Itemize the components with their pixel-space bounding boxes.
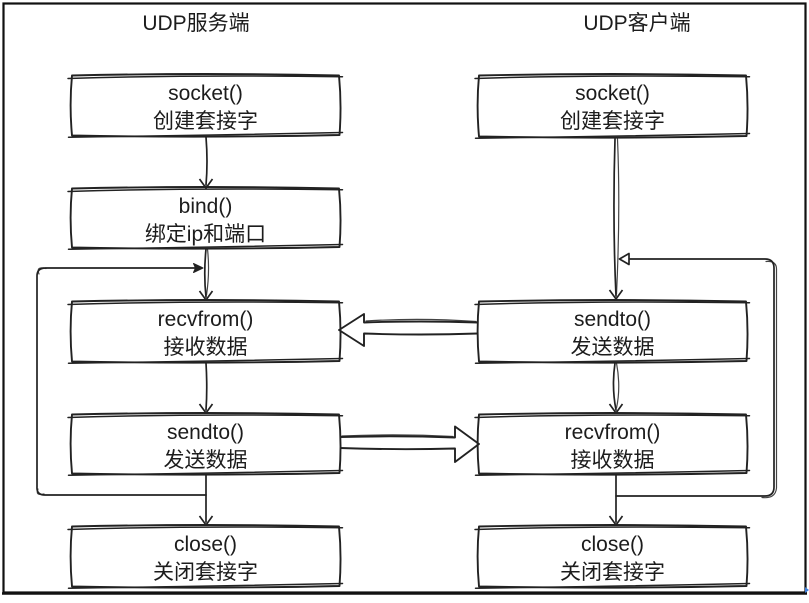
node-box-outline: [474, 526, 751, 531]
server-loop-corner-curl: [36, 488, 45, 496]
arrow-down-icon: [198, 178, 214, 189]
connector-client-socket-sendto-overdraw: [615, 138, 620, 295]
node-box-outline: [476, 73, 749, 139]
node-label-desc: 关闭套接字: [560, 561, 665, 584]
node-box-outline: [69, 524, 342, 589]
image-border: [2, 2, 807, 594]
node-label-fn: close(): [581, 533, 644, 556]
node-box-outline: [69, 73, 342, 138]
connector-server-recvfrom-sendto: [205, 362, 208, 411]
node-server-recvfrom: recvfrom() 接收数据: [67, 299, 344, 364]
node-server-bind: bind() 绑定ip和端口: [67, 186, 344, 250]
node-box-outline: [476, 524, 749, 589]
node-server-socket: socket() 创建套接字: [67, 73, 344, 138]
node-client-close: close() 关闭套接字: [474, 524, 751, 589]
node-client-recvfrom: recvfrom() 接收数据: [474, 412, 751, 476]
block-arrow-server-to-client: [339, 425, 480, 463]
connector-client-sendto-recvfrom-overdraw: [615, 362, 620, 409]
block-arrow-overdraw: [341, 434, 454, 438]
server-loop-corner-curl: [37, 267, 47, 275]
node-label-fn: sendto(): [574, 308, 651, 331]
artifact-mark: [805, 587, 809, 593]
server-title: UDP服务端: [142, 12, 249, 35]
node-box-outline: [67, 301, 344, 306]
block-arrow-overdraw: [365, 318, 477, 323]
node-label-desc: 发送数据: [571, 336, 655, 359]
node-box-outline: [474, 75, 751, 80]
arrow-left-icon: [618, 252, 630, 266]
connector-client-socket-sendto: [613, 138, 617, 297]
node-server-close: close() 关闭套接字: [67, 524, 344, 589]
node-client-socket: socket() 创建套接字: [474, 73, 751, 139]
connector-server-socket-bind: [205, 136, 208, 186]
node-label-fn: socket(): [575, 82, 650, 105]
node-label-desc: 关闭套接字: [153, 561, 258, 584]
node-box-outline: [67, 75, 344, 80]
block-arrow-client-to-server: [338, 313, 479, 347]
node-box-outline: [69, 299, 342, 364]
client-title: UDP客户端: [583, 12, 690, 35]
node-label-fn: sendto(): [167, 421, 244, 444]
node-box-outline: [67, 414, 344, 419]
connector-server-bind-recvfrom: [203, 248, 207, 298]
node-label-fn: recvfrom(): [158, 308, 254, 331]
node-box-outline: [69, 412, 342, 476]
node-box-outline: [67, 188, 344, 193]
node-label-desc: 创建套接字: [560, 110, 665, 133]
node-client-sendto: sendto() 发送数据: [474, 299, 751, 364]
node-label-desc: 发送数据: [164, 449, 248, 472]
client-loop-path: [615, 258, 775, 497]
node-label-desc: 接收数据: [164, 336, 248, 359]
node-label-desc: 创建套接字: [153, 110, 258, 133]
node-box-outline: [476, 299, 749, 364]
node-server-sendto: sendto() 发送数据: [67, 412, 344, 476]
node-box-outline: [474, 414, 751, 419]
node-box-outline: [476, 412, 749, 476]
client-loop-overdraw: [761, 260, 778, 499]
node-label-desc: 绑定ip和端口: [145, 223, 266, 246]
node-box-outline: [474, 301, 751, 306]
node-label-fn: recvfrom(): [565, 421, 661, 444]
node-label-fn: close(): [174, 533, 237, 556]
node-label-fn: socket(): [168, 82, 243, 105]
node-box-outline: [69, 186, 342, 250]
connector-server-bind-recvfrom-overdraw: [205, 248, 210, 296]
node-label-desc: 接收数据: [571, 449, 655, 472]
arrow-right-icon: [193, 263, 204, 273]
connector-client-sendto-recvfrom: [612, 362, 617, 411]
arrow-down-icon: [608, 289, 624, 300]
node-label-fn: bind(): [179, 195, 233, 218]
node-box-outline: [67, 526, 344, 531]
